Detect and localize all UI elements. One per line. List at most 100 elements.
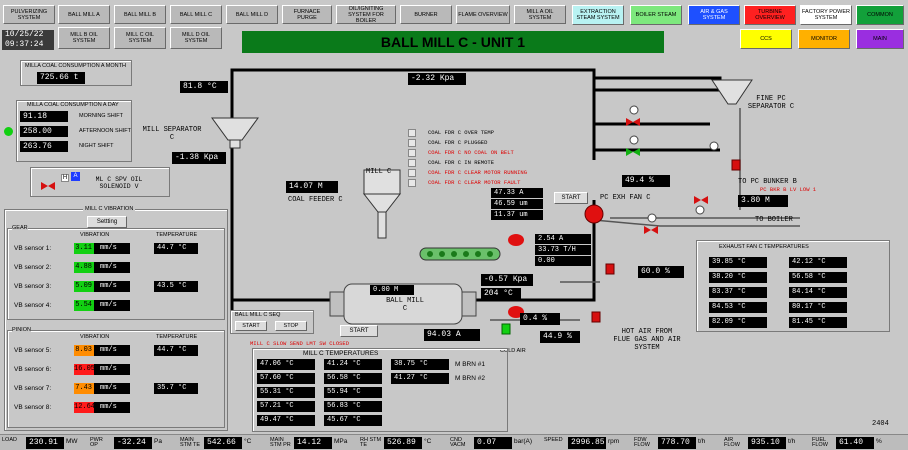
nav-right-button-1[interactable]: BOILER STEAM [630, 5, 682, 25]
bottom-value: 526.89 [384, 437, 422, 449]
mill-start-button[interactable]: START [340, 325, 378, 337]
vib-sensor-unit: mm/s [100, 282, 117, 290]
vib-sensor-unit: mm/s [100, 301, 117, 309]
burner-label: M BRN #2 [455, 375, 485, 382]
exh-fan-percent: 49.4 % [622, 175, 670, 187]
bottom-label: FUEL FLOW [812, 437, 828, 448]
nav-right-button-5[interactable]: COMMON [856, 5, 904, 25]
consumption-month-label: MILLA COAL CONSUMPTION A MONTH [25, 63, 126, 69]
mill-temp-value: 47.06 °C [257, 359, 315, 370]
slow-alarm: MILL C SLOW SEND LMT SW CLOSED [250, 340, 350, 347]
vib-sensor-value: 16.05 [74, 364, 96, 375]
mill-temp-value: 49.47 °C [257, 415, 315, 426]
mill-temp-value: 55.31 °C [257, 387, 315, 398]
nav-oil-button-2[interactable]: MILL D OIL SYSTEM [170, 27, 222, 49]
consumption-month-panel: MILLA COAL CONSUMPTION A MONTH 725.66 t [20, 60, 132, 86]
solenoid-valve-icon [41, 182, 55, 190]
ball-mill-label: BALL MILL C [386, 297, 424, 313]
alarm-text: COAL FDR C IN REMOTE [428, 159, 495, 166]
burner-label: M BRN #1 [455, 361, 485, 368]
pinion-label: PINION [12, 327, 31, 333]
vib-sensor-name: VB sensor 5: [14, 347, 52, 354]
nav-right2-button-1[interactable]: MONITOR [798, 29, 850, 49]
bottom-label: AIR FLOW [724, 437, 740, 448]
mill-current: 94.03 A [424, 329, 480, 341]
vib-sensor-unit: mm/s [100, 346, 117, 354]
nav-right-button-2[interactable]: AIR & GAS SYSTEM [688, 5, 740, 25]
motor-reading: 0.00 [535, 256, 591, 266]
bottom-unit: °C [424, 438, 432, 445]
feeder-value: 14.07 M [286, 181, 338, 193]
pinion-vibration-header: VIBRATION [80, 334, 110, 340]
mill-temp-value: 56.83 °C [324, 401, 382, 412]
vib-sensor-name: VB sensor 2: [14, 264, 52, 271]
nav-button-6[interactable]: OIL/IGNITING SYSTEM FOR BOILER [336, 5, 396, 24]
nav-oil-button-1[interactable]: MILL C OIL SYSTEM [114, 27, 166, 49]
bottom-label: FDW FLOW [634, 437, 650, 448]
nav-button-8[interactable]: FLAME OVERVIEW [456, 5, 510, 24]
day-shift-value: 258.00 [20, 126, 68, 137]
seq-stop-button[interactable]: STOP [275, 321, 307, 331]
bottom-value: 14.12 [294, 437, 332, 449]
nav-oil-button-0[interactable]: MILL B OIL SYSTEM [58, 27, 110, 49]
nav-right-button-0[interactable]: EXTRACTION STEAM SYSTEM [572, 5, 624, 25]
alarm-text: COAL FDR C CLEAR MOTOR RUNNING [428, 169, 528, 176]
vib-sensor-unit: mm/s [100, 365, 117, 373]
vib-sensor-name: VB sensor 1: [14, 245, 52, 252]
exhaust-temp-value: 81.45 °C [789, 317, 847, 328]
bottom-unit: MPa [334, 438, 348, 445]
nav-right-button-3[interactable]: TURBINE OVERVIEW [744, 5, 796, 25]
mill-temp-value: 45.67 °C [324, 415, 382, 426]
day-shift-value: 91.18 [20, 111, 68, 122]
consumption-month-value: 725.66 t [37, 72, 85, 84]
to-boiler-label: TO BOILER [755, 216, 793, 224]
exhaust-temp-value: 42.12 °C [789, 257, 847, 268]
nav-button-4[interactable]: BALL MILL D [226, 5, 278, 24]
seq-start-button[interactable]: START [235, 321, 267, 331]
mill-temp-value: 38.75 °C [391, 359, 449, 370]
nav-button-9[interactable]: MILL A OIL SYSTEM [514, 5, 566, 24]
mill-temp-value: 55.94 °C [324, 387, 382, 398]
bottom-label: MAIN STM PR [270, 437, 291, 448]
exhaust-temp-value: 82.09 °C [709, 317, 767, 328]
solenoid-label: ML C SPV OIL SOLENOID V [95, 176, 143, 190]
nav-button-7[interactable]: BURNER [400, 5, 452, 24]
exh-fan-start-button[interactable]: START [554, 192, 588, 204]
exhaust-temp-value: 56.58 °C [789, 272, 847, 283]
gear-vibration-header: VIBRATION [80, 232, 110, 238]
nav-button-3[interactable]: BALL MILL C [170, 5, 222, 24]
vib-sensor-temp: 35.7 °C [154, 383, 198, 394]
vibration-panel: MILL C VIBRATION Settting GEAR VIBRATION… [4, 206, 228, 431]
nav-right2-button-2[interactable]: MAIN [856, 29, 904, 49]
bottom-value: 778.70 [658, 437, 696, 449]
consumption-day-label: MILLA COAL CONSUMPTION A DAY [27, 102, 119, 108]
nav-right-button-4[interactable]: FACTORY POWER SYSTEM [800, 5, 852, 25]
bottom-value: 0.07 [474, 437, 512, 449]
exhaust-temp-value: 38.20 °C [709, 272, 767, 283]
nav-button-0[interactable]: PULVERIZING SYSTEM [3, 5, 55, 24]
nav-button-2[interactable]: BALL MILL B [114, 5, 166, 24]
vib-sensor-temp: 43.5 °C [154, 281, 198, 292]
nav-right2-button-0[interactable]: CCS [740, 29, 792, 49]
bottom-unit: % [876, 438, 882, 445]
alarm-checkbox [408, 139, 416, 147]
vib-sensor-value: 8.03 [74, 345, 94, 356]
exhaust-temp-value: 84.14 °C [789, 287, 847, 298]
solenoid-h-badge: H [61, 174, 69, 182]
nav-button-1[interactable]: BALL MILL A [58, 5, 110, 24]
alarm-checkbox [408, 159, 416, 167]
mill-inlet-temp: 204 °C [481, 288, 521, 300]
bottom-unit: bar(A) [514, 438, 533, 445]
vibration-setting-button[interactable]: Settting [87, 216, 127, 228]
feeder-label: COAL FEEDER C [288, 196, 343, 204]
nav-button-5[interactable]: FURNACE PURGE [282, 5, 332, 24]
solenoid-panel[interactable]: H A ML C SPV OIL SOLENOID V [30, 167, 170, 197]
bottom-unit: rpm [608, 438, 620, 445]
